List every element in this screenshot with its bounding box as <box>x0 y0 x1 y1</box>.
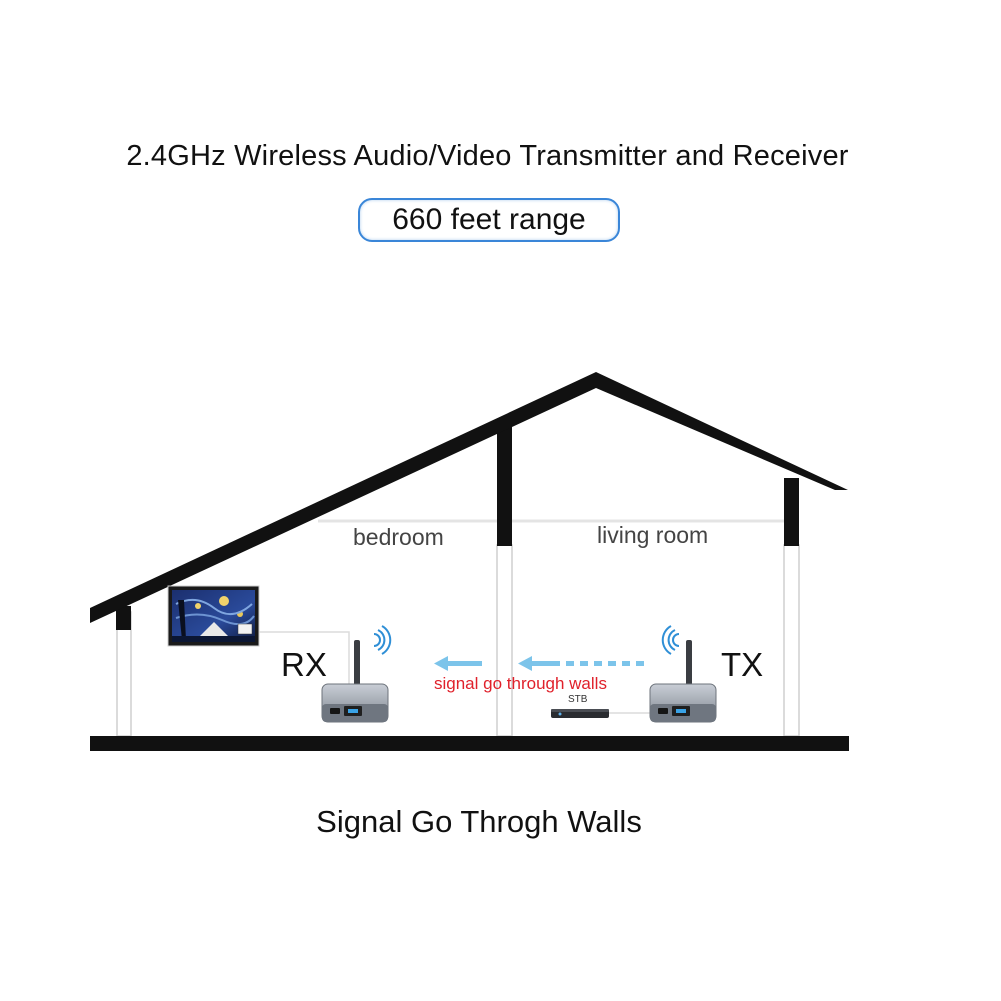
room-label-living-room: living room <box>597 522 708 548</box>
signal-text: signal go through walls <box>434 674 607 693</box>
middle-post-cap <box>497 420 512 546</box>
middle-wall <box>496 544 513 737</box>
roof <box>90 372 848 623</box>
tx-device <box>649 640 717 723</box>
stb-device <box>551 709 609 718</box>
room-label-bedroom: bedroom <box>353 524 444 550</box>
diagram-title: 2.4GHz Wireless Audio/Video Transmitter … <box>126 140 849 172</box>
tx-wifi-icon <box>661 625 680 655</box>
rx-device <box>321 640 389 723</box>
range-badge: 660 feet range <box>358 198 620 242</box>
signal-arrow-left <box>434 656 482 671</box>
rx-wifi-icon <box>373 625 392 655</box>
right-post-cap <box>784 478 799 546</box>
cable-tv-rx <box>259 631 350 700</box>
tx-label: TX <box>721 646 763 683</box>
right-wall <box>783 544 800 737</box>
diagram-caption: Signal Go Throgh Walls <box>316 804 642 839</box>
signal-arrow-right <box>518 656 644 671</box>
left-wall <box>116 611 132 737</box>
stb-label: STB <box>568 694 588 705</box>
rx-label: RX <box>281 646 327 683</box>
floor <box>90 736 849 751</box>
tv-screen <box>167 585 260 647</box>
left-post-cap <box>116 606 131 630</box>
